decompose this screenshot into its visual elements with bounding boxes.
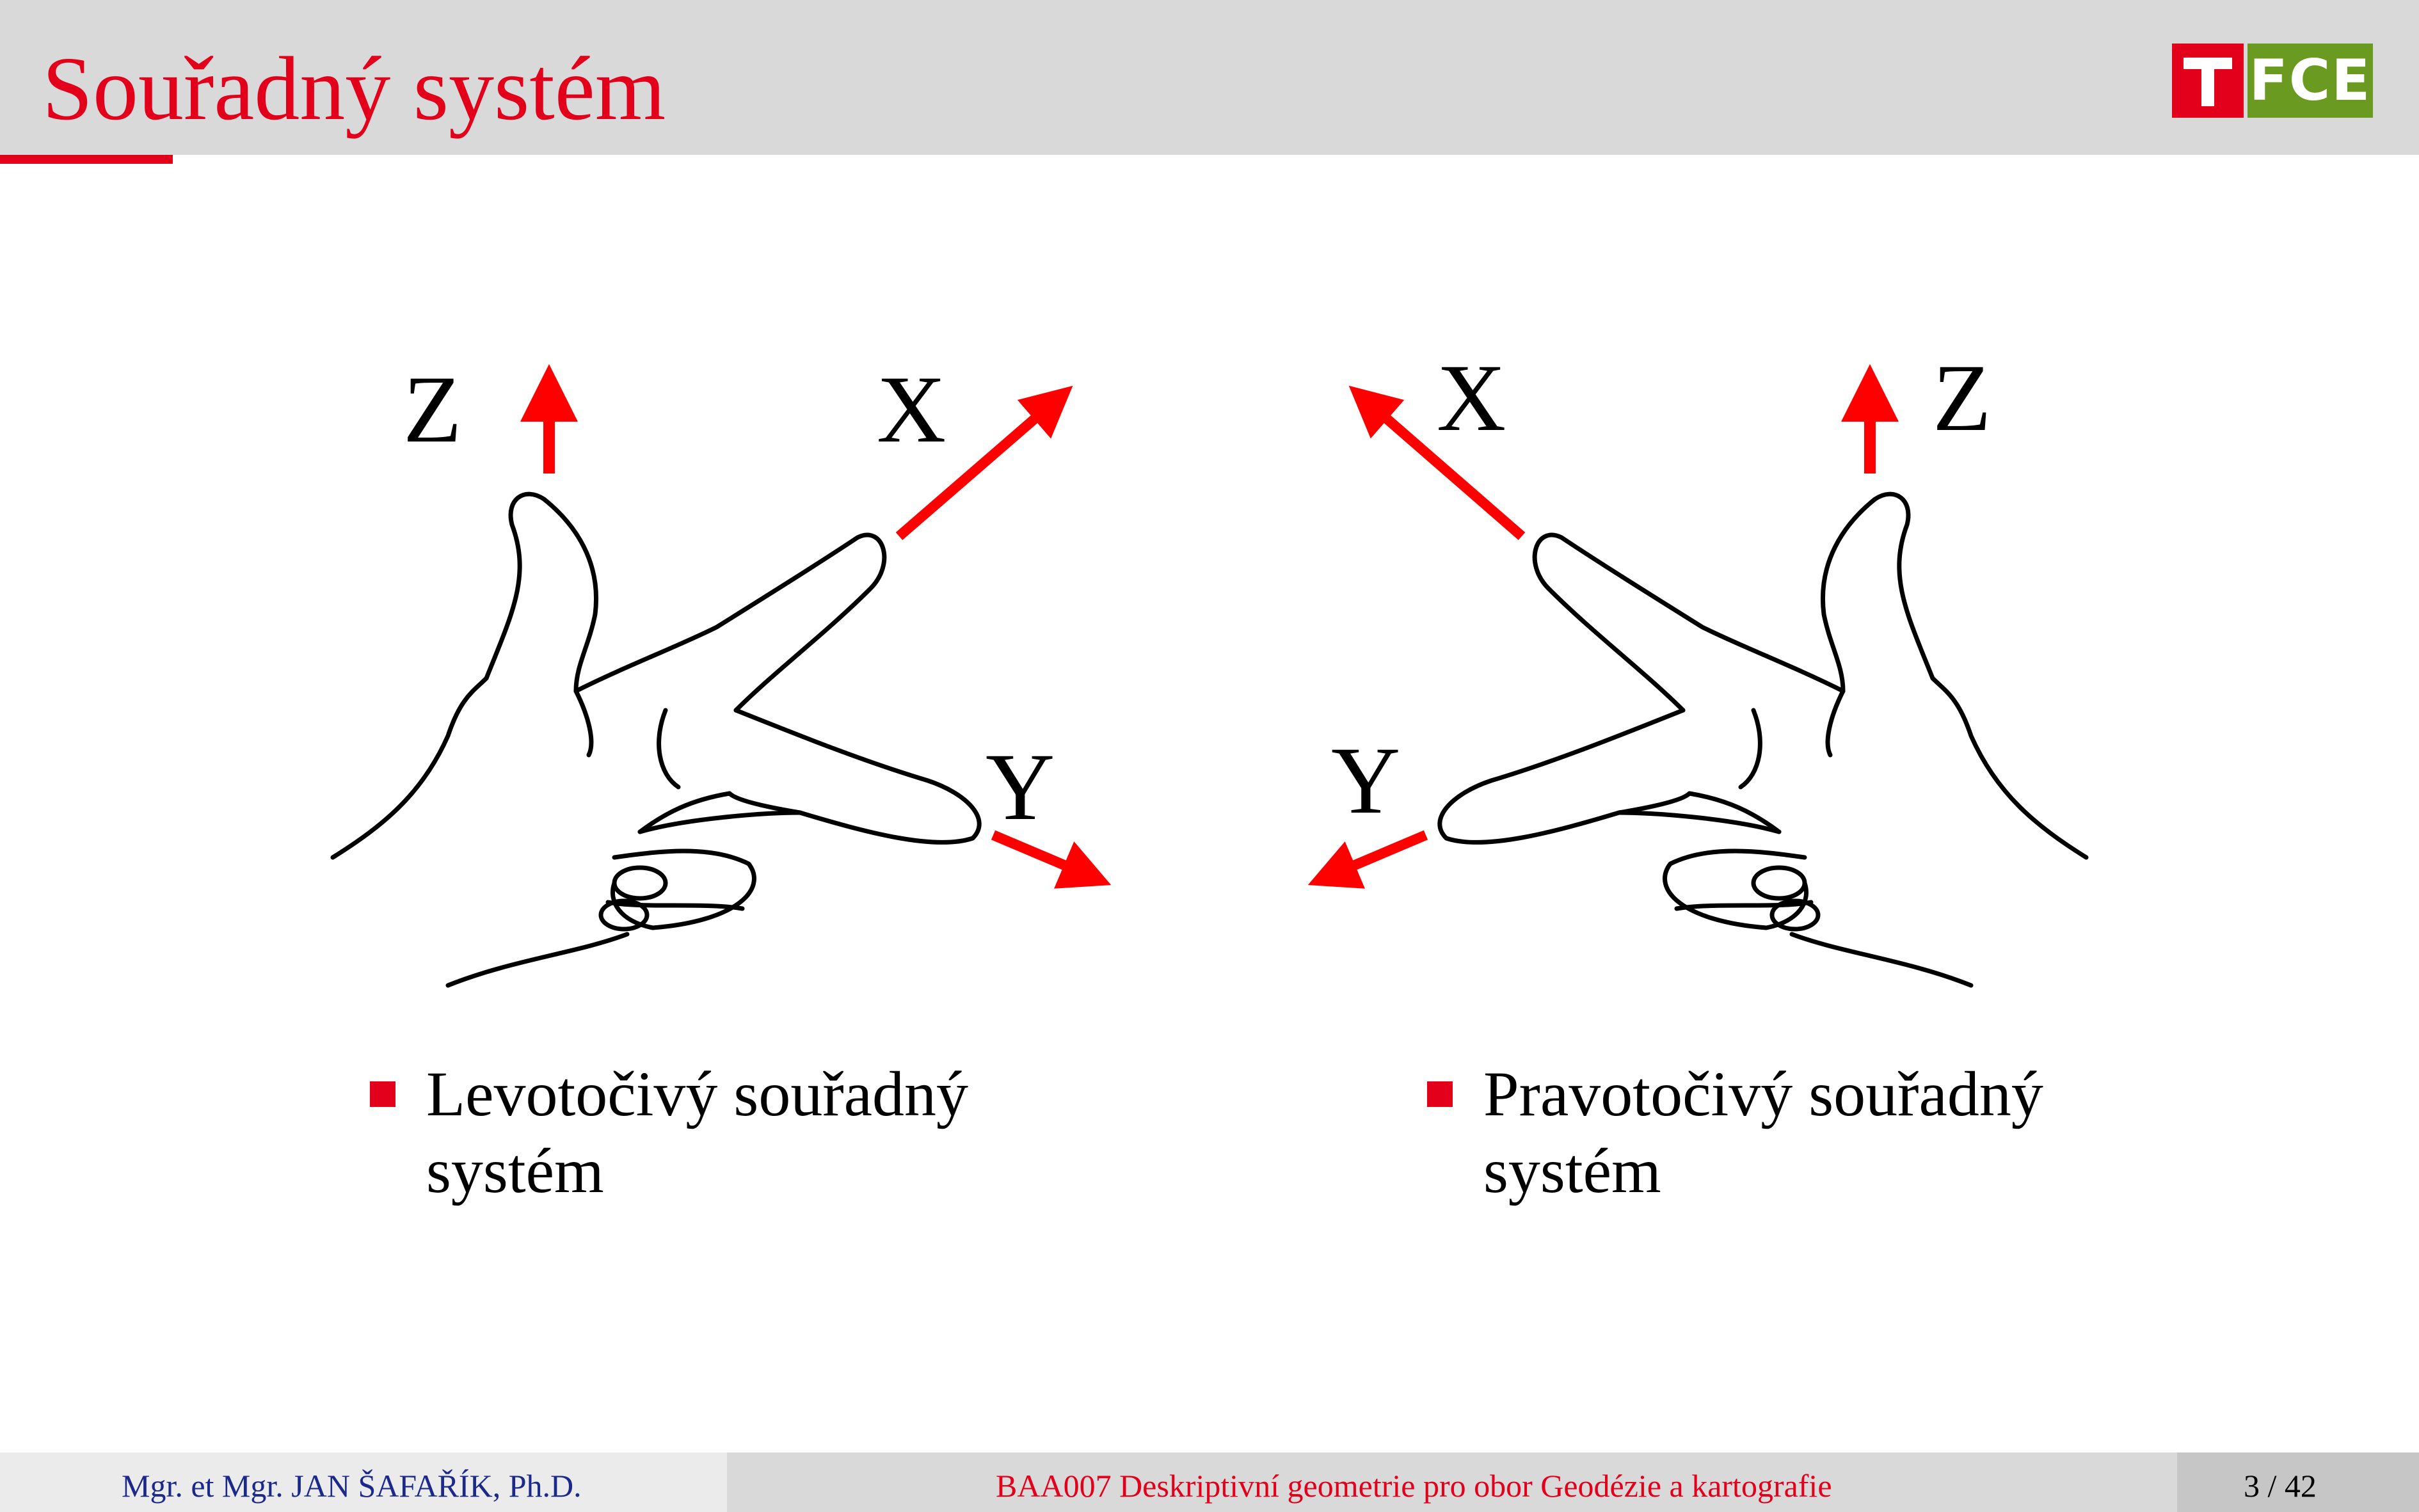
footer-author: Mgr. et Mgr. JAN ŠAFAŘÍK, Ph.D. <box>122 1468 582 1504</box>
right-z-label: Z <box>1933 345 1992 451</box>
bullet-line-2: systém <box>1483 1135 1661 1206</box>
footer-bar: Mgr. et Mgr. JAN ŠAFAŘÍK, Ph.D. BAA007 D… <box>0 1452 2419 1512</box>
bullet-marker <box>1427 1081 1453 1107</box>
left-y-arrow <box>991 830 1112 889</box>
left-y-label: Y <box>986 734 1055 840</box>
header-bar <box>0 0 2419 155</box>
right-hand-drawing <box>1437 491 2089 988</box>
footer-course-section <box>727 1452 2177 1512</box>
bullet-marker <box>370 1081 395 1107</box>
bullet-line-2: systém <box>426 1135 604 1206</box>
footer-page-section <box>2177 1452 2419 1512</box>
logo-t-mark <box>2172 44 2244 118</box>
bullet-text: Levotočivý souřadný systém <box>426 1056 1079 1209</box>
title-underline <box>0 155 173 164</box>
logo-fce-text: FCE <box>2247 44 2373 118</box>
right-y-label: Y <box>1331 728 1400 834</box>
left-z-label: Z <box>403 356 462 463</box>
right-x-label: X <box>1437 345 1506 451</box>
fce-logo: FCE <box>2172 44 2373 118</box>
left-hand-drawing <box>330 491 982 988</box>
left-x-arrow <box>895 385 1073 541</box>
bullet-line-1: Levotočivý souřadný <box>426 1058 969 1129</box>
hand-rule-figure: Z X Y X Z Y <box>330 345 2089 988</box>
bullet-line-1: Pravotočivý souřadný <box>1483 1058 2043 1129</box>
footer-course: BAA007 Deskriptivní geometrie pro obor G… <box>996 1468 1832 1504</box>
right-x-arrow <box>1348 385 1526 541</box>
right-y-arrow <box>1307 830 1428 889</box>
footer-author-section <box>0 1452 727 1512</box>
footer-page-number: 3 / 42 <box>2244 1468 2317 1504</box>
left-x-label: X <box>877 356 946 463</box>
bullet-text: Pravotočivý souřadný systém <box>1483 1056 2136 1209</box>
slide-title: Souřadný systém <box>42 38 666 139</box>
